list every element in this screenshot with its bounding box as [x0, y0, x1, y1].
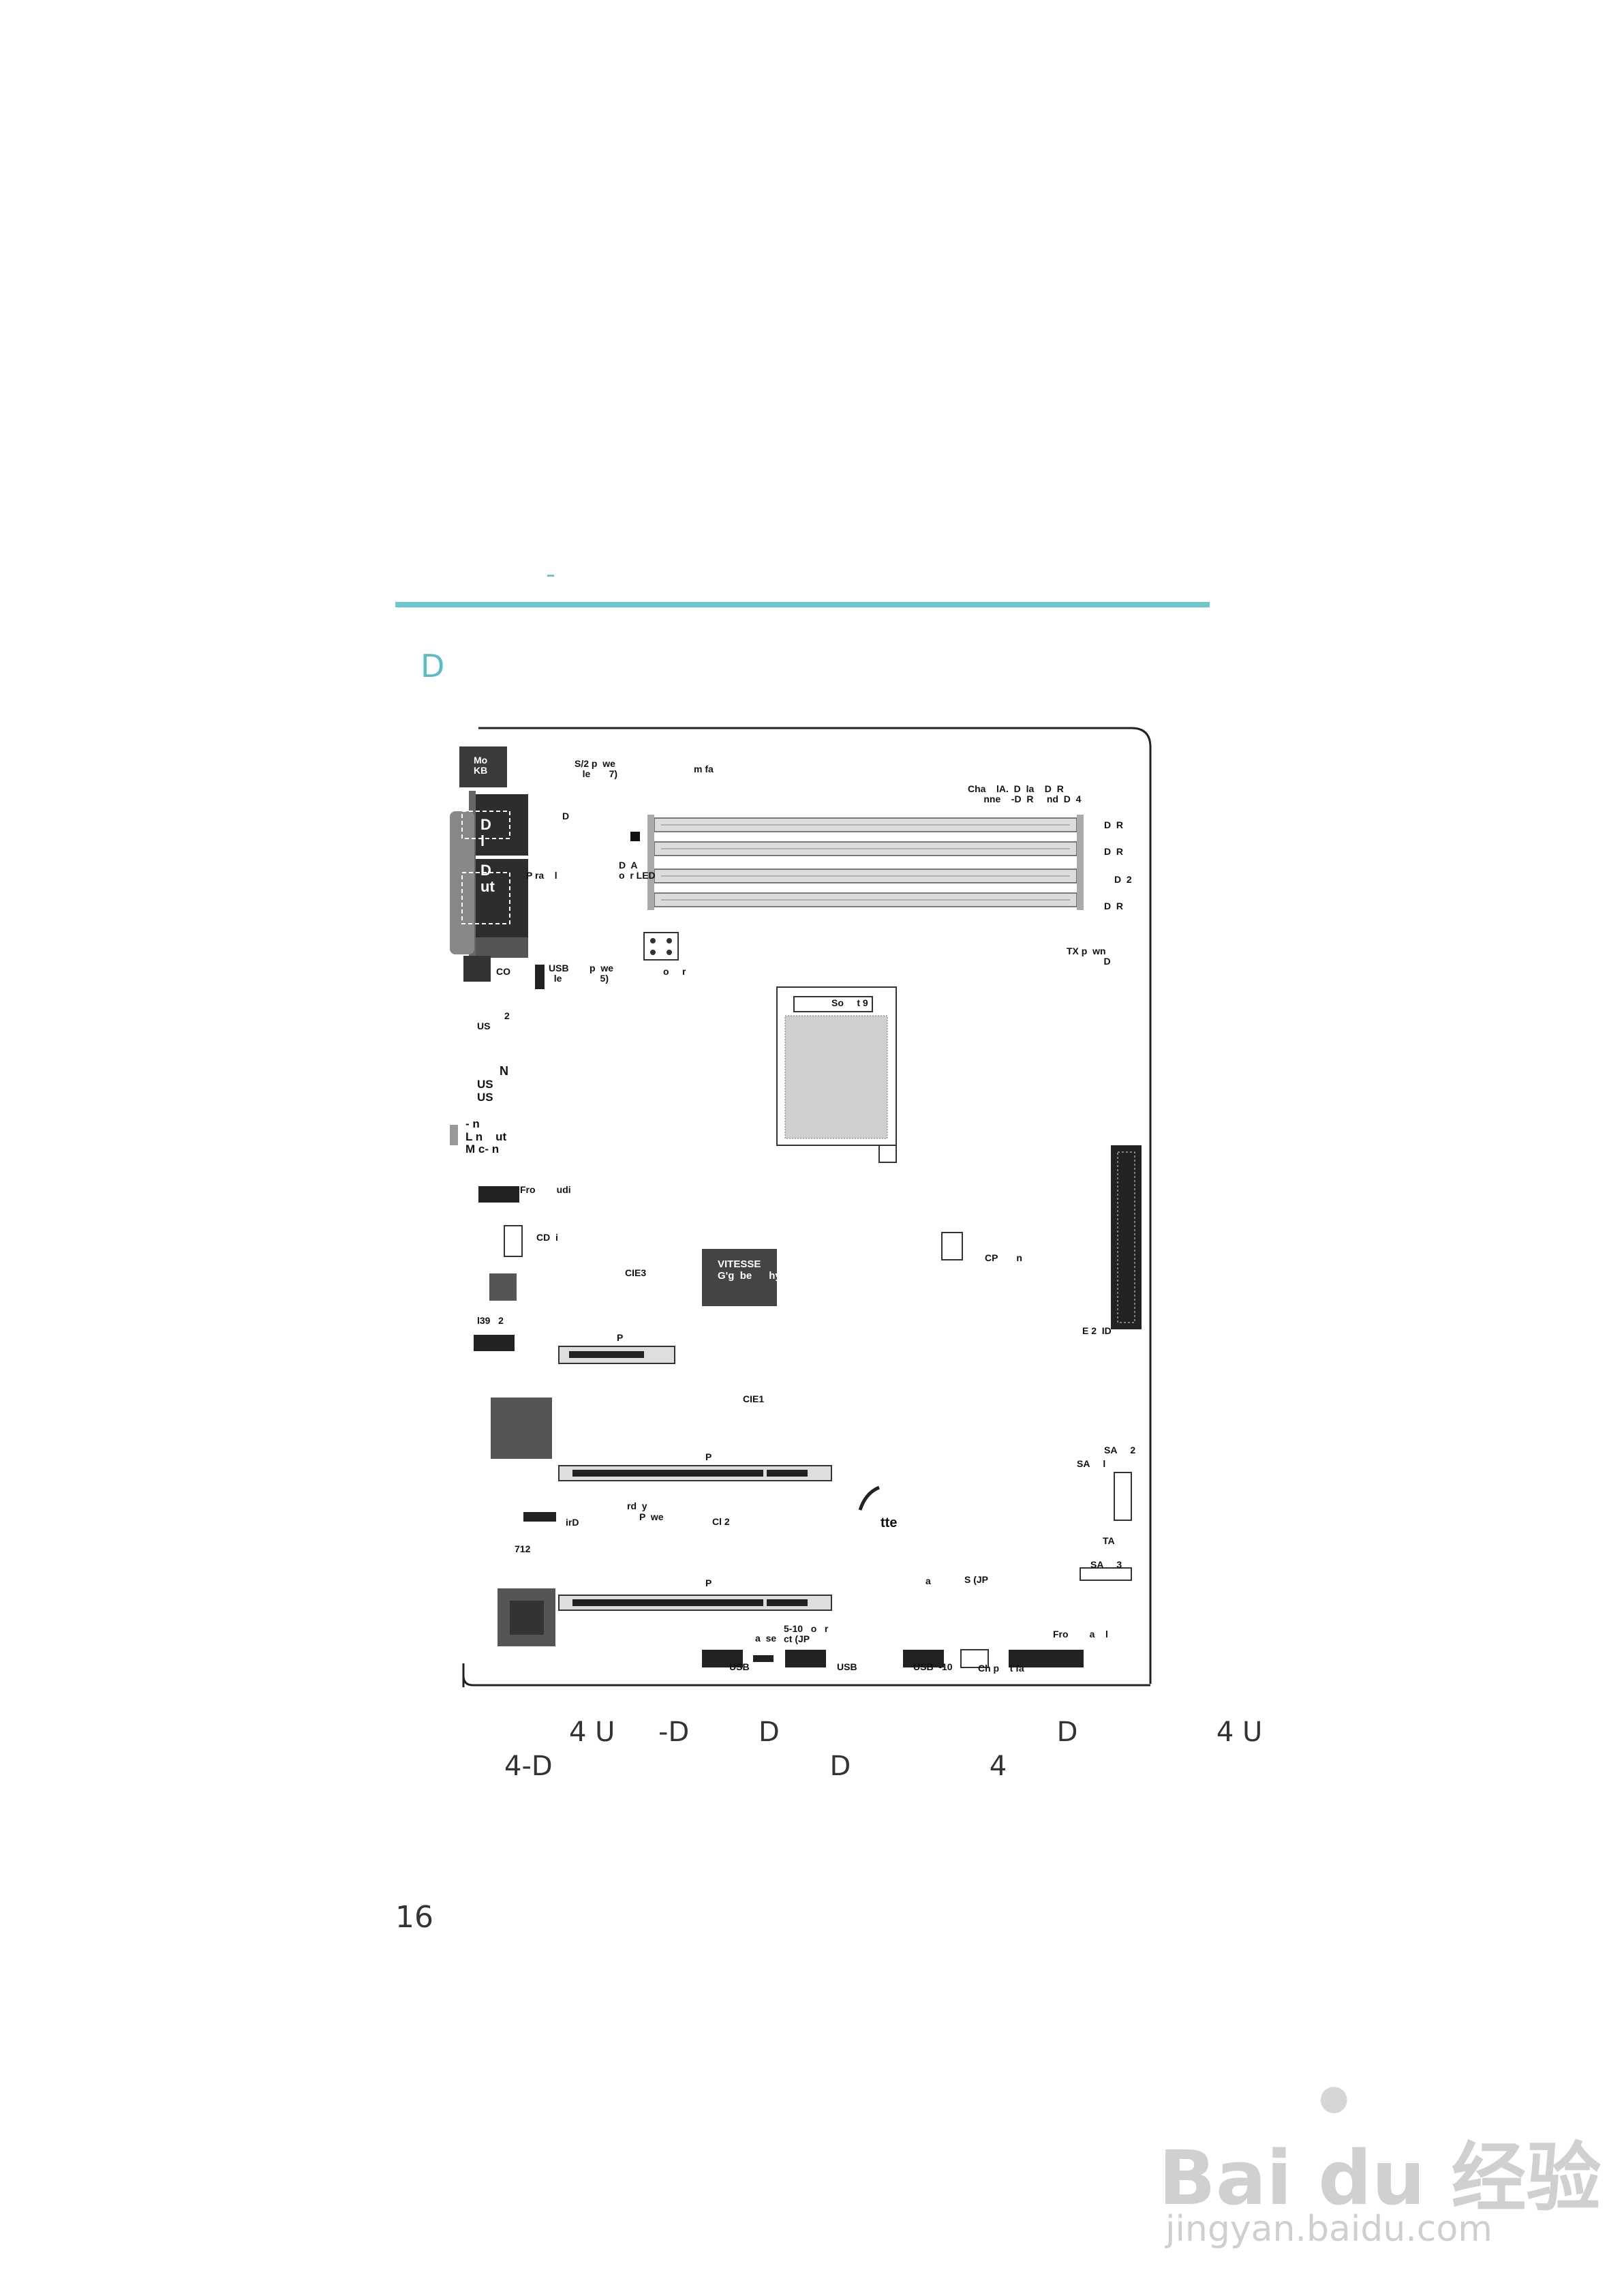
caption-line-2: 4-D D 4 [504, 1751, 1007, 1782]
watermark-url: jingyan.baidu.com [1165, 2209, 1493, 2250]
board-label: l39 2 [477, 1315, 504, 1326]
board-label: TA [1103, 1535, 1115, 1546]
board-label: D l [480, 816, 491, 850]
board-label: a se [755, 1633, 777, 1644]
board-label: CIE1 [743, 1393, 765, 1404]
board-label: D ut [480, 862, 495, 896]
board-label: P we [639, 1511, 664, 1522]
caption-line-1: 4 U -D D D 4 U [569, 1717, 1263, 1748]
board-label: USB -10 [913, 1661, 953, 1672]
board-label: USB [729, 1661, 750, 1672]
header-rule [395, 602, 1210, 607]
motherboard-diagram [450, 727, 1152, 1687]
board-label: So t 9 [831, 997, 868, 1008]
page-number: 16 [395, 1900, 433, 1935]
board-label: D [562, 811, 570, 821]
board-label: CIE3 [625, 1267, 647, 1278]
board-label: Fro udi [520, 1184, 571, 1195]
board-label: P [705, 1451, 712, 1462]
watermark-brand: Bai du 经验 [1159, 2134, 1602, 2222]
board-label: 2 [504, 1010, 510, 1021]
board-label: D 2 [1114, 874, 1132, 885]
watermark: ● Bai du 经验 jingyan.baidu.com [1159, 2062, 1601, 2260]
board-label: SA 3 [1090, 1559, 1122, 1570]
board-label: 5-10 o r ct (JP [784, 1623, 829, 1645]
board-label: US [477, 1021, 491, 1031]
board-label: Fro a l [1053, 1629, 1108, 1640]
board-label: D R [1104, 901, 1123, 911]
board-label: E 2 ID [1082, 1325, 1112, 1336]
board-label: TX p wn D [1067, 946, 1111, 967]
board-label: Mo KB [474, 755, 488, 776]
board-label: 712 [515, 1543, 531, 1554]
board-label: N [500, 1064, 508, 1078]
baidu-paw-icon: ● [1315, 2063, 1353, 2131]
board-label: o r [663, 966, 686, 977]
board-label: a [925, 1575, 931, 1586]
board-label: USB [837, 1661, 857, 1672]
board-label: CO [496, 966, 510, 977]
board-label: P [617, 1332, 624, 1343]
section-heading: D [420, 648, 445, 684]
board-label: USB le [549, 963, 569, 984]
board-label: CD i [536, 1232, 558, 1243]
board-label: P ra l [526, 870, 557, 881]
board-label: D A o r LED [619, 860, 656, 881]
board-label: S/2 p we le 7) [575, 758, 618, 780]
board-label: Cl 2 [712, 1516, 730, 1527]
board-label: SA l [1077, 1458, 1106, 1469]
board-label: rd y [627, 1500, 647, 1511]
board-label: p we 5) [590, 963, 614, 984]
board-label: P [705, 1577, 712, 1588]
board-label: tte [881, 1515, 898, 1530]
board-label: SA 2 [1104, 1445, 1136, 1455]
board-label: m fa [694, 764, 714, 774]
board-label: D R [1104, 846, 1123, 857]
board-label: US US [477, 1078, 493, 1104]
board-label: Ch p t fa [978, 1663, 1024, 1674]
board-label: D R [1104, 819, 1123, 830]
header-dash [547, 575, 554, 577]
board-label: irD [566, 1517, 579, 1528]
board-label: Cha lA. D la D R nne -D R nd D 4 [968, 783, 1082, 805]
board-label: - n L n ut M c- n [465, 1117, 507, 1156]
board-label: S (JP [964, 1574, 989, 1585]
board-label: VITESSE G'g be hy [718, 1258, 781, 1282]
board-label: CP n [985, 1252, 1022, 1263]
